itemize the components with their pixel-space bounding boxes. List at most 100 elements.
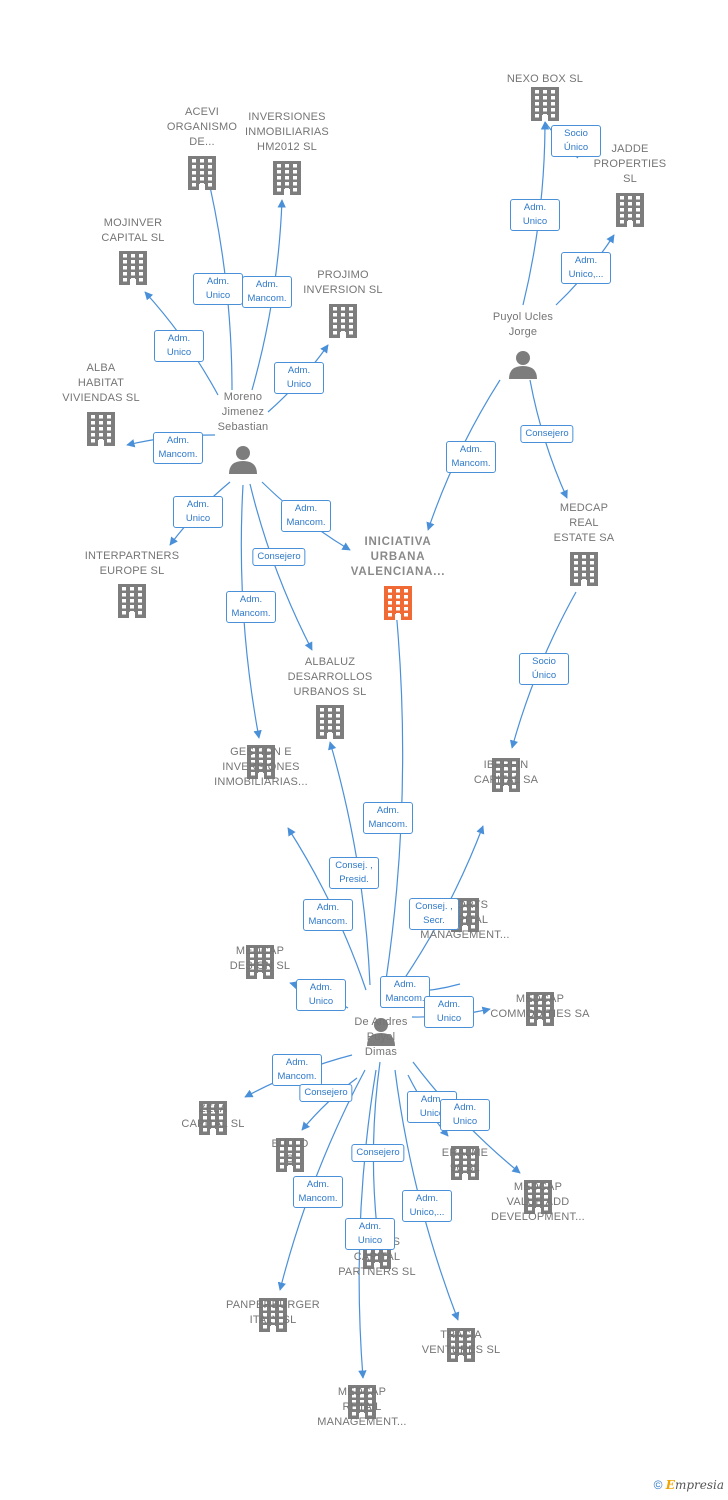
building-icon[interactable] <box>447 1328 475 1362</box>
edge-role-label[interactable]: Adm. Mancom. <box>242 276 292 308</box>
edge-role-label[interactable]: Consejero <box>351 1144 405 1162</box>
edge-role-label[interactable]: Consejero <box>252 548 306 566</box>
edge-role-label[interactable]: Consej. , Presid. <box>329 857 379 889</box>
company-node-panperburger[interactable]: PANPERBURGER ITALY SL <box>226 1298 320 1328</box>
node-label[interactable]: ZELA CAPITAL SL <box>181 1103 245 1130</box>
company-node-acevi[interactable]: ACEVI ORGANISMO DE... <box>167 105 237 150</box>
person-node-puyol[interactable]: Puyol Ucles Jorge <box>493 310 553 340</box>
company-node-nexo[interactable]: NEXO BOX SL <box>507 72 583 87</box>
node-label[interactable]: Moreno Jimenez Sebastian <box>217 391 269 433</box>
node-label[interactable]: BULLO S <box>271 1138 309 1165</box>
company-node-albaluz[interactable]: ALBALUZ DESARROLLOS URBANOS SL <box>288 655 373 700</box>
building-icon[interactable] <box>348 1385 376 1419</box>
company-node-medcap_comm[interactable]: MEDCAP COMMODITIES SA <box>490 992 589 1022</box>
node-label[interactable]: MEDCAP REAL ESTATE SA <box>553 502 615 544</box>
node-label[interactable]: IBERFIN CAPITAL SA <box>473 759 539 786</box>
building-icon[interactable] <box>247 745 275 779</box>
edge-role-label[interactable]: Adm. Unico <box>345 1218 395 1250</box>
node-label[interactable]: ALBA HABITAT VIVIENDAS SL <box>62 362 140 404</box>
node-label[interactable]: MOJINVER CAPITAL SL <box>101 217 165 244</box>
company-node-medcap_design[interactable]: MEDCAP DESIGN SL <box>230 944 291 974</box>
edge-role-label[interactable]: Consejero <box>520 425 574 443</box>
node-label[interactable]: NEXO BOX SL <box>506 73 584 85</box>
node-label[interactable]: ALBALUZ DESARROLLOS URBANOS SL <box>287 656 373 698</box>
building-icon[interactable] <box>526 992 554 1026</box>
building-icon[interactable] <box>199 1101 227 1135</box>
edge-role-label[interactable]: Adm. Unico <box>440 1099 490 1131</box>
company-node-gestion[interactable]: GESTION E INVERSIONES INMOBILIARIAS... <box>214 745 308 790</box>
edge-role-label[interactable]: Socio Único <box>551 125 601 157</box>
edge-role-label[interactable]: Adm. Mancom. <box>226 591 276 623</box>
node-label[interactable]: ERALME 96 SL <box>441 1147 489 1174</box>
company-node-tracia[interactable]: TRACIA VENTURES SL <box>422 1328 501 1358</box>
node-label[interactable]: De Andres Puyol Dimas <box>354 1016 408 1058</box>
company-node-mojinver[interactable]: MOJINVER CAPITAL SL <box>101 216 164 246</box>
building-icon[interactable] <box>118 584 146 618</box>
company-node-medcap_value[interactable]: MEDCAP VALUE ADD DEVELOPMENT... <box>491 1180 585 1225</box>
company-node-iberfin[interactable]: IBERFIN CAPITAL SA <box>474 758 538 788</box>
building-icon[interactable] <box>492 758 520 792</box>
node-label[interactable]: INVERSIONES INMOBILIARIAS HM2012 SL <box>245 111 329 153</box>
edge-role-label[interactable]: Adm. Mancom. <box>293 1176 343 1208</box>
node-label[interactable]: PANPERBURGER ITALY SL <box>226 1299 320 1326</box>
node-label[interactable]: INTERPARTNERS EUROPE SL <box>84 550 180 577</box>
edge-role-label[interactable]: Adm. Unico,... <box>402 1190 452 1222</box>
node-label[interactable]: PROJIMO INVERSION SL <box>303 269 383 296</box>
company-node-projimo[interactable]: PROJIMO INVERSION SL <box>303 268 382 298</box>
building-icon[interactable] <box>451 1146 479 1180</box>
building-icon[interactable] <box>524 1180 552 1214</box>
company-node-alba[interactable]: ALBA HABITAT VIVIENDAS SL <box>62 361 140 406</box>
edge-role-label[interactable]: Adm. Mancom. <box>272 1054 322 1086</box>
edge-role-label[interactable]: Adm. Unico <box>173 496 223 528</box>
building-icon[interactable] <box>87 412 115 446</box>
node-label[interactable]: Puyol Ucles Jorge <box>492 311 554 338</box>
company-node-iniciativa[interactable]: INICIATIVA URBANA VALENCIANA... <box>351 535 446 580</box>
person-node-deandres[interactable]: De Andres Puyol Dimas <box>354 1015 407 1060</box>
company-node-eralme[interactable]: ERALME 96 SL <box>442 1146 488 1176</box>
building-icon[interactable] <box>570 552 598 586</box>
edge-role-label[interactable]: Adm. Mancom. <box>446 441 496 473</box>
edge-role-label[interactable]: Adm. Unico <box>424 996 474 1028</box>
node-label[interactable]: INICIATIVA URBANA VALENCIANA... <box>350 536 446 578</box>
building-icon[interactable] <box>119 251 147 285</box>
building-icon[interactable] <box>531 87 559 121</box>
building-icon[interactable] <box>329 304 357 338</box>
edge-role-label[interactable]: Adm. Unico <box>154 330 204 362</box>
company-node-bullo[interactable]: BULLO S <box>271 1137 308 1167</box>
company-node-interpartners[interactable]: INTERPARTNERS EUROPE SL <box>85 549 179 579</box>
building-icon[interactable] <box>273 161 301 195</box>
node-label[interactable]: MEDCAP RETAIL MANAGEMENT... <box>317 1386 407 1428</box>
node-label[interactable]: MEDCAP DESIGN SL <box>229 945 291 972</box>
person-node-moreno[interactable]: Moreno Jimenez Sebastian <box>218 390 269 435</box>
edge-role-label[interactable]: Adm. Unico <box>510 199 560 231</box>
edge-role-label[interactable]: Socio Único <box>519 653 569 685</box>
building-icon[interactable] <box>188 156 216 190</box>
company-node-jadde[interactable]: JADDE PROPERTIES SL <box>594 142 667 187</box>
edge-role-label[interactable]: Adm. Mancom. <box>303 899 353 931</box>
empresia-watermark[interactable]: © Empresia <box>654 1478 724 1492</box>
building-icon[interactable] <box>246 945 274 979</box>
edge-role-label[interactable]: Adm. Unico <box>274 362 324 394</box>
edge-role-label[interactable]: Adm. Mancom. <box>380 976 430 1008</box>
company-node-medcap_real[interactable]: MEDCAP REAL ESTATE SA <box>554 501 615 546</box>
person-icon[interactable] <box>367 1018 395 1046</box>
building-icon[interactable] <box>384 586 412 620</box>
company-node-zela[interactable]: ZELA CAPITAL SL <box>181 1102 244 1132</box>
edge-role-label[interactable]: Consejero <box>299 1084 353 1102</box>
edge-role-label[interactable]: Adm. Mancom. <box>281 500 331 532</box>
edge-role-label[interactable]: Adm. Unico,... <box>561 252 611 284</box>
company-node-inv_hm[interactable]: INVERSIONES INMOBILIARIAS HM2012 SL <box>245 110 329 155</box>
building-icon[interactable] <box>616 193 644 227</box>
edge-role-label[interactable]: Adm. Mancom. <box>153 432 203 464</box>
node-label[interactable]: MEDCAP COMMODITIES SA <box>490 993 590 1020</box>
node-label[interactable]: TRACIA VENTURES SL <box>421 1329 501 1356</box>
node-label[interactable]: JADDE PROPERTIES SL <box>593 143 667 185</box>
node-label[interactable]: ACEVI ORGANISMO DE... <box>166 106 238 148</box>
building-icon[interactable] <box>316 705 344 739</box>
node-label[interactable]: MEDCAP VALUE ADD DEVELOPMENT... <box>491 1181 585 1223</box>
edge-role-label[interactable]: Adm. Unico <box>296 979 346 1011</box>
node-label[interactable]: GESTION E INVERSIONES INMOBILIARIAS... <box>214 746 308 788</box>
edge-role-label[interactable]: Adm. Unico <box>193 273 243 305</box>
building-icon[interactable] <box>259 1298 287 1332</box>
company-node-medcap_retail[interactable]: MEDCAP RETAIL MANAGEMENT... <box>317 1385 406 1430</box>
